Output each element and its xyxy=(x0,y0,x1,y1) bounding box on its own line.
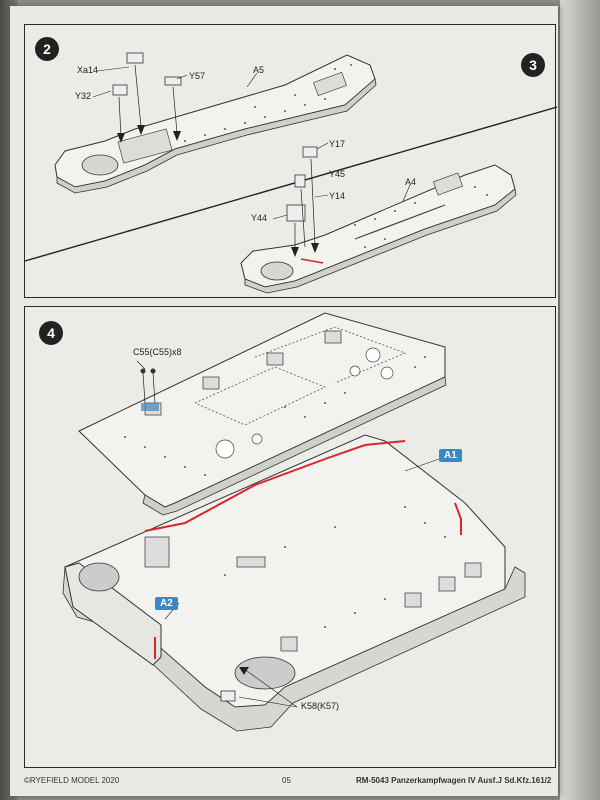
model-title: RM-5043 Panzerkampfwagen IV Ausf.J Sd.Kf… xyxy=(356,776,552,785)
part-label-y44: Y44 xyxy=(251,213,268,223)
part-tag-a1: A1 xyxy=(439,449,462,462)
part-tag-a2: A2 xyxy=(155,597,178,610)
part-label-k58: K58(K57) xyxy=(301,701,340,711)
panel-steps-2-3: 2 3 Xa14 Y57 Y32 A5 Y17 Y45 Y14 Y44 A4 xyxy=(24,24,557,298)
part-label-y32: Y32 xyxy=(75,91,92,101)
instruction-sheet: 2 3 Xa14 Y57 Y32 A5 Y17 Y45 Y14 Y44 A4 xyxy=(10,6,558,796)
part-label-y17: Y17 xyxy=(329,139,346,149)
part-label-y45: Y45 xyxy=(329,169,346,179)
step-4-drawing xyxy=(62,312,526,732)
next-page-edge xyxy=(560,0,600,800)
page-number: 05 xyxy=(282,776,291,785)
step-4-badge: 4 xyxy=(39,321,63,345)
part-label-a4: A4 xyxy=(405,177,417,187)
copyright-text: ©RYEFIELD MODEL 2020 xyxy=(24,776,120,785)
part-label-y57: Y57 xyxy=(189,71,206,81)
part-label-a5: A5 xyxy=(253,65,265,75)
part-label-xa14: Xa14 xyxy=(77,65,99,75)
part-label-c55: C55(C55)x8 xyxy=(133,347,182,357)
panel-step-4: 4 C55(C55)x8 A1 A2 K58(K57) xyxy=(24,306,556,768)
step-3-badge: 3 xyxy=(521,53,545,77)
step-2-badge: 2 xyxy=(35,37,59,61)
part-label-y14: Y14 xyxy=(329,191,346,201)
steps-2-3-drawing xyxy=(25,52,557,294)
